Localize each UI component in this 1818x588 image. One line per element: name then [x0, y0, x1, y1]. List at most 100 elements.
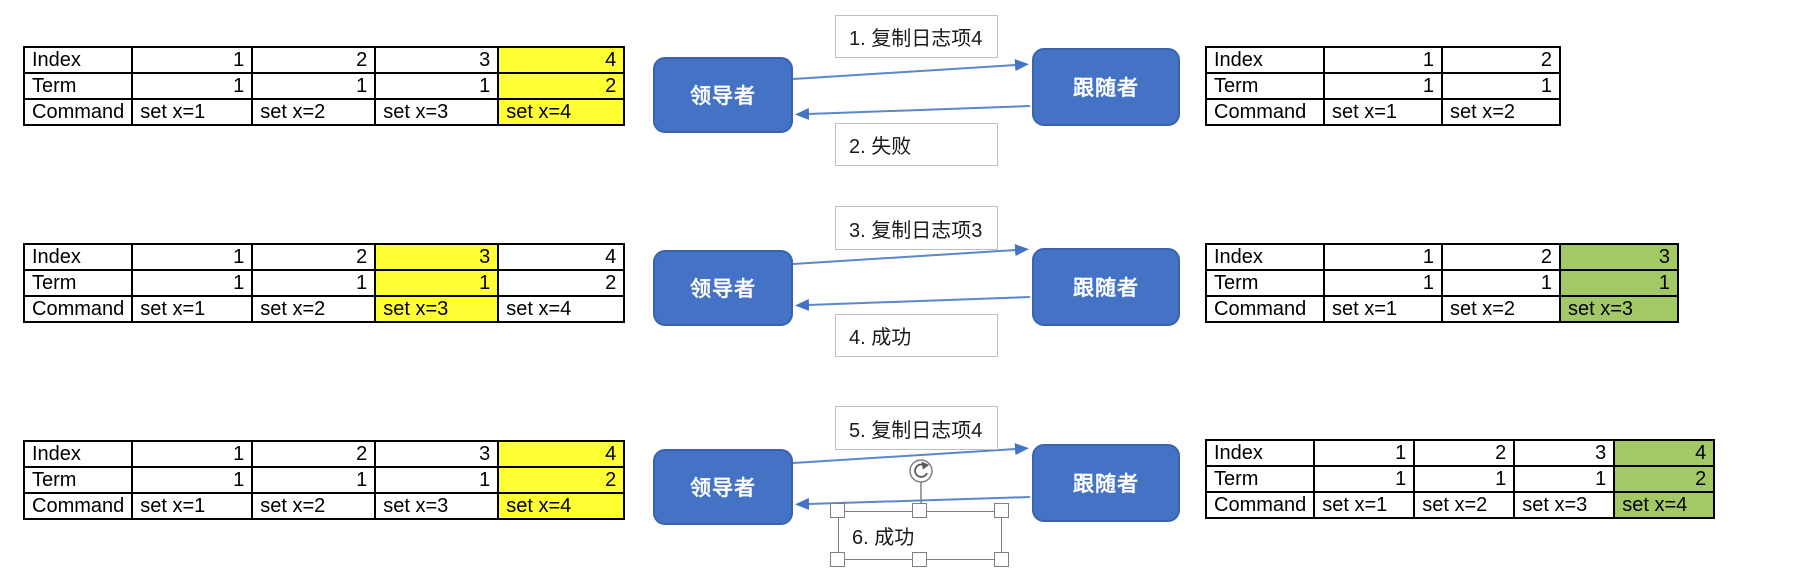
log-row-header: Command	[22, 98, 134, 126]
request-message-text: 3. 复制日志项3	[849, 219, 983, 242]
request-message-label[interactable]: 1. 复制日志项4	[835, 15, 998, 58]
response-message-label[interactable]: 2. 失败	[835, 123, 998, 166]
request-message-label[interactable]: 3. 复制日志项3	[835, 206, 998, 250]
log-cell: 4	[497, 46, 626, 74]
log-cell: 2	[1441, 46, 1561, 74]
request-message-text: 5. 复制日志项4	[849, 419, 983, 442]
log-cell: set x=2	[251, 295, 377, 323]
log-cell: 1	[1323, 269, 1443, 297]
log-cell: set x=1	[131, 98, 254, 126]
leader-node[interactable]: 领导者	[653, 449, 793, 525]
request-arrow[interactable]	[792, 59, 1029, 80]
rotate-arrow-head	[921, 461, 930, 470]
leader-node[interactable]: 领导者	[653, 250, 793, 326]
log-cell: 2	[251, 46, 377, 74]
log-cell: set x=2	[251, 98, 377, 126]
log-cell: set x=1	[1323, 295, 1443, 323]
log-cell: set x=4	[497, 295, 626, 323]
request-arrow[interactable]	[792, 443, 1029, 464]
log-cell: 3	[374, 243, 500, 271]
log-cell: 3	[374, 440, 500, 468]
log-row-header: Index	[1205, 243, 1325, 271]
leader-node-label: 领导者	[690, 477, 756, 500]
selection-handle-bottom-left[interactable]	[830, 552, 845, 567]
selection-handle-top-left[interactable]	[830, 503, 845, 518]
log-cell: 2	[251, 440, 377, 468]
response-message-label[interactable]: 4. 成功	[835, 314, 998, 357]
follower-node-label: 跟随者	[1073, 277, 1139, 300]
log-cell: 1	[1323, 46, 1443, 74]
log-cell: 1	[374, 72, 500, 100]
log-cell: 1	[1313, 465, 1416, 493]
selection-handle-bottom-middle[interactable]	[912, 552, 927, 567]
log-row-header: Command	[1205, 295, 1325, 323]
response-arrow[interactable]	[795, 296, 1031, 311]
log-cell: set x=2	[1441, 295, 1561, 323]
log-cell: 1	[374, 466, 500, 494]
follower-node[interactable]: 跟随者	[1032, 248, 1180, 326]
log-row-header: Command	[22, 492, 134, 520]
log-cell: 1	[251, 269, 377, 297]
leader-node-label: 领导者	[690, 278, 756, 301]
response-arrow[interactable]	[795, 496, 1031, 510]
log-row-header: Index	[22, 46, 134, 74]
follower-node[interactable]: 跟随者	[1032, 444, 1180, 522]
request-message-text: 1. 复制日志项4	[849, 28, 983, 50]
log-cell: 1	[131, 269, 254, 297]
log-cell: set x=2	[251, 492, 377, 520]
log-cell: 4	[497, 440, 626, 468]
log-cell: set x=3	[1513, 491, 1616, 519]
log-cell: set x=3	[374, 295, 500, 323]
log-row-header: Term	[22, 466, 134, 494]
selection-handle-top-right[interactable]	[994, 503, 1009, 518]
log-cell: 1	[1513, 465, 1616, 493]
request-arrow[interactable]	[792, 244, 1029, 265]
log-cell: 2	[1441, 243, 1561, 271]
log-cell: 2	[497, 466, 626, 494]
log-cell: set x=3	[1559, 295, 1679, 323]
leader-node-label: 领导者	[690, 85, 756, 108]
response-message-text: 4. 成功	[849, 327, 912, 349]
log-cell: set x=1	[131, 492, 254, 520]
rotate-arrow-glyph	[914, 463, 928, 478]
selection-handle-top-middle[interactable]	[912, 503, 927, 518]
follower-node-label: 跟随者	[1073, 473, 1139, 496]
leader-node[interactable]: 领导者	[653, 57, 793, 133]
log-cell: 1	[251, 466, 377, 494]
log-row-header: Index	[1204, 439, 1316, 467]
log-cell: 1	[131, 72, 254, 100]
log-cell: set x=2	[1441, 98, 1561, 126]
log-cell: 2	[251, 243, 377, 271]
log-cell: 3	[1513, 439, 1616, 467]
response-message-text: 6. 成功	[852, 527, 915, 549]
response-message-label[interactable]: 6. 成功	[838, 511, 1002, 560]
follower-node-label: 跟随者	[1073, 77, 1139, 100]
log-cell: 2	[1413, 439, 1516, 467]
response-arrow[interactable]	[795, 105, 1031, 120]
log-cell: 1	[131, 466, 254, 494]
log-cell: set x=1	[1323, 98, 1443, 126]
log-row-header: Index	[1205, 46, 1325, 74]
log-cell: set x=1	[1313, 491, 1416, 519]
selection-handle-bottom-right[interactable]	[994, 552, 1009, 567]
follower-node[interactable]: 跟随者	[1032, 48, 1180, 126]
log-cell: 3	[1559, 243, 1679, 271]
log-cell: 1	[374, 269, 500, 297]
log-cell: 1	[1313, 439, 1416, 467]
log-row-header: Term	[1205, 269, 1325, 297]
log-cell: 1	[1441, 269, 1561, 297]
log-row-header: Term	[1204, 465, 1316, 493]
request-message-label[interactable]: 5. 复制日志项4	[835, 406, 998, 450]
log-cell: set x=3	[374, 98, 500, 126]
log-cell: set x=4	[497, 98, 626, 126]
log-cell: 4	[1613, 439, 1716, 467]
